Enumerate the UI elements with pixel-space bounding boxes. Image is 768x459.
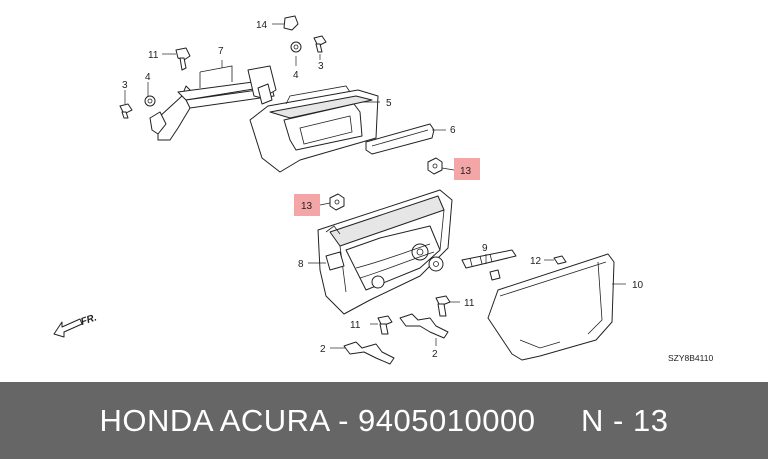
front-direction-indicator: FR. [53,312,99,338]
svg-text:FR.: FR. [80,312,99,327]
footer-bar: HONDA ACURA - 9405010000 N - 13 [0,382,768,459]
fastener-3-left [119,103,133,119]
bolt-11-right [435,295,451,317]
fastener-3-top [313,35,327,53]
svg-text:7: 7 [218,46,224,57]
part-5-cover [249,85,379,173]
bolt-11-left [377,315,393,335]
fastener-4-left [144,95,156,107]
callout-2-right: 2 [432,349,438,360]
svg-text:13: 13 [301,201,313,212]
front-arrow-icon [53,318,83,338]
svg-text:10: 10 [632,280,644,291]
parts-diagram: 14 11 7 4 3 3 4 5 6 13 13 9 12 8 10 11 1… [53,15,714,365]
leader-lines [124,23,626,349]
svg-text:11: 11 [464,298,475,309]
callout-4-left: 4 [145,72,151,83]
callout-3-top: 3 [318,61,324,72]
callout-9: 9 [482,243,488,254]
part-12-clip [553,255,567,265]
svg-text:3: 3 [318,61,324,72]
fastener-14 [283,15,299,31]
svg-text:11: 11 [148,50,159,61]
callout-4-top: 4 [293,70,299,81]
part-10-panel [487,253,615,361]
fastener-11-top [175,47,191,71]
svg-text:6: 6 [450,125,456,136]
svg-text:11: 11 [350,320,361,331]
svg-text:2: 2 [320,344,326,355]
svg-text:3: 3 [122,80,128,91]
part-7-bracket [149,65,277,141]
bracket-2-right [399,313,449,339]
callout-7: 7 [218,46,224,57]
svg-text:2: 2 [432,349,438,360]
part-9-clip [461,249,517,281]
svg-text:5: 5 [386,98,392,109]
footer-part-title: HONDA ACURA - 9405010000 N - 13 [99,402,669,438]
svg-text:14: 14 [256,20,268,31]
callout-8: 8 [298,259,304,270]
callout-2-left: 2 [320,344,326,355]
part-6-strip [365,123,435,155]
svg-text:SZY8B4110: SZY8B4110 [668,353,713,363]
svg-text:4: 4 [145,72,151,83]
reference-code: SZY8B4110 [668,353,713,363]
callout-10: 10 [632,280,644,291]
callout-11-left: 11 [350,320,361,331]
nut-13-lower [329,193,345,211]
callout-12: 12 [530,256,542,267]
svg-text:4: 4 [293,70,299,81]
fastener-4-top [290,41,302,53]
svg-text:9: 9 [482,243,488,254]
callout-13-highlight-lower: 13 [294,194,320,216]
bracket-2-left [343,341,395,365]
callout-14: 14 [256,20,268,31]
nut-13-upper [427,157,443,175]
callout-6: 6 [450,125,456,136]
svg-text:12: 12 [530,256,542,267]
callout-3-left: 3 [122,80,128,91]
callout-11-right: 11 [464,298,475,309]
part-8-frame [317,189,453,315]
callout-13-highlight-upper: 13 [454,158,480,180]
svg-text:13: 13 [460,166,472,177]
callout-11-top: 11 [148,50,159,61]
callout-5: 5 [386,98,392,109]
svg-text:8: 8 [298,259,304,270]
